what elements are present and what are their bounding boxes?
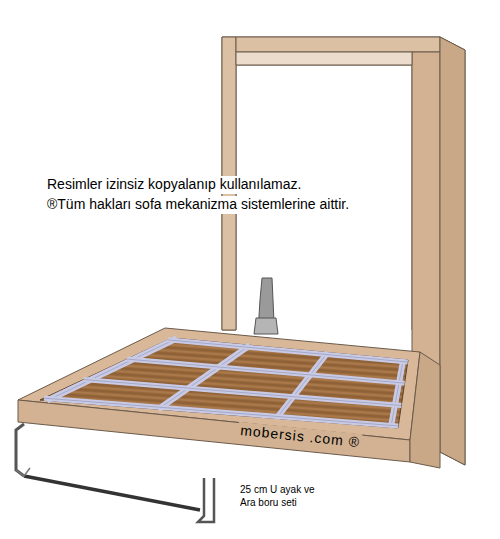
steel-bar (127, 359, 404, 383)
steel-bar (391, 360, 403, 428)
steel-bar (276, 353, 327, 419)
steel-bar (276, 353, 327, 419)
steel-bar (158, 345, 250, 409)
steel-bar (158, 345, 250, 409)
part-label: 25 cm U ayak ve Ara boru seti (238, 484, 328, 509)
steel-bar (47, 338, 177, 400)
watermark-note: ®Tüm hakları sofa mekanizma sistemlerine… (45, 196, 351, 214)
gas-piston (254, 278, 278, 334)
bed-frame (18, 328, 440, 468)
steel-bar (84, 380, 402, 406)
steel-slat-grid (44, 338, 408, 427)
steel-bar (168, 340, 408, 362)
steel-bar (391, 360, 403, 428)
u-leg-set (16, 424, 214, 522)
steel-bar (47, 338, 177, 400)
steel-bar (127, 359, 404, 383)
steel-bar (84, 380, 402, 406)
watermark-note: Resimler izinsiz kopyalanıp kullanılamaz… (45, 176, 303, 194)
steel-bar (168, 340, 408, 362)
